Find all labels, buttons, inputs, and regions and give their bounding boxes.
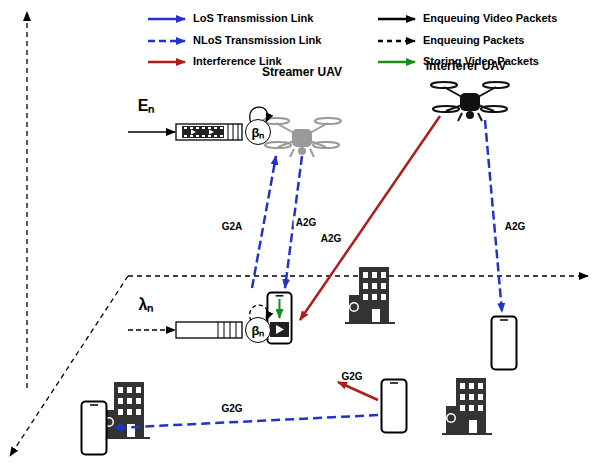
server-circle: βₙ: [245, 317, 271, 343]
legend-sample: [378, 61, 415, 64]
link-label: A2G: [319, 233, 344, 244]
arrival-symbol: λₙ: [137, 296, 156, 314]
legend-text: LoS Transmission Link: [193, 12, 313, 24]
legend-text: NLoS Transmission Link: [193, 34, 321, 46]
link-label: G2G: [339, 371, 364, 382]
legend-sample: [148, 18, 185, 21]
node-text: βₙ: [252, 123, 265, 141]
node-text: βₙ: [252, 321, 265, 339]
link-label: G2A: [220, 221, 245, 232]
link-label: A2G: [294, 217, 319, 228]
legend-text: Storing Video Packets: [423, 55, 539, 67]
server-circle: βₙ: [245, 119, 271, 145]
arrival-symbol: Eₙ: [136, 97, 157, 115]
legend-text: Interference Link: [193, 55, 282, 67]
legend-text: Enqueuing Video Packets: [423, 12, 557, 24]
link-label: A2G: [503, 221, 528, 232]
legend-sample: [378, 18, 415, 21]
legend-text: Enqueuing Packets: [423, 34, 524, 46]
legend-sample: [378, 40, 415, 43]
node-text: Streamer UAV: [262, 65, 342, 79]
legend-sample: [148, 61, 185, 64]
legend-sample: [148, 40, 185, 43]
link-label: G2G: [219, 403, 244, 414]
